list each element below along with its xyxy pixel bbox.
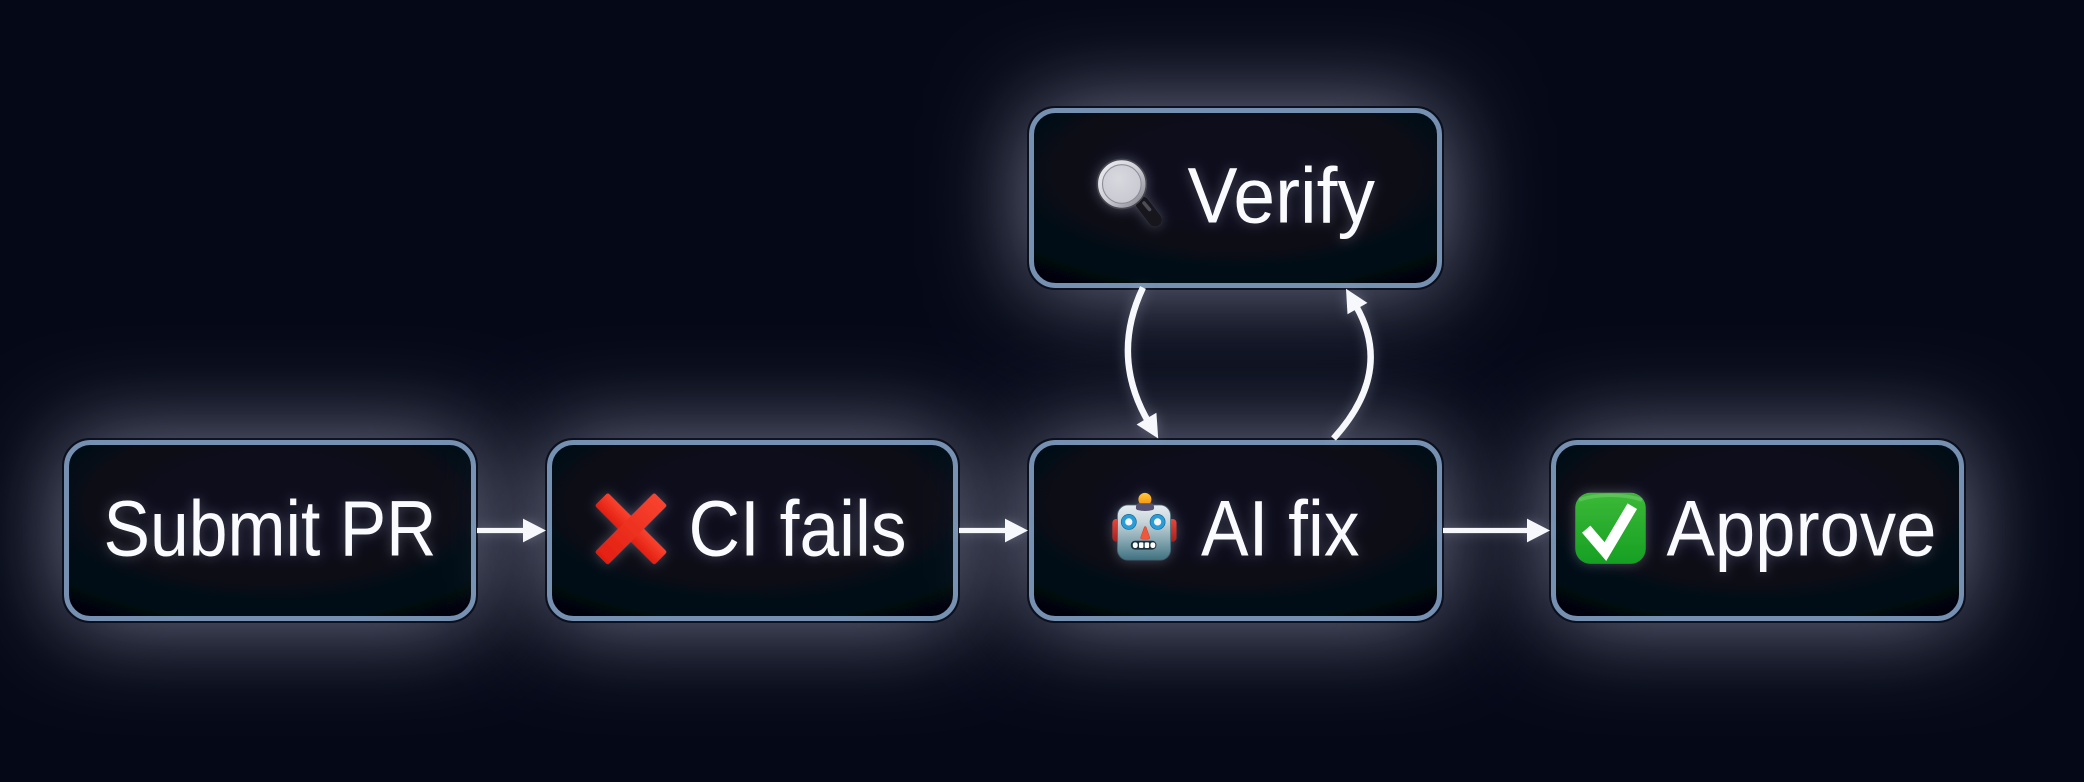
svg-text:CI fails: CI fails	[689, 484, 907, 573]
svg-text:Verify: Verify	[1188, 150, 1376, 239]
svg-text:Submit PR: Submit PR	[104, 484, 437, 573]
svg-text:AI fix: AI fix	[1201, 484, 1360, 573]
svg-text:Approve: Approve	[1667, 484, 1937, 573]
